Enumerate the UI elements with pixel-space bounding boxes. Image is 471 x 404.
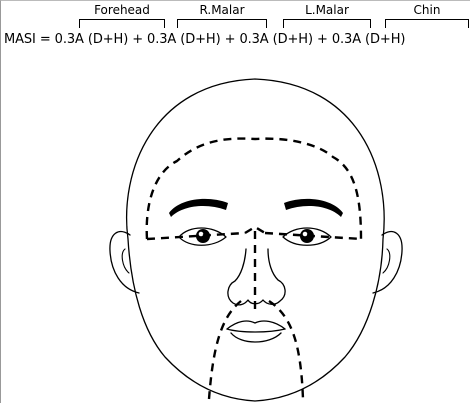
- right-eyebrow: [284, 199, 343, 217]
- head-outline: [127, 79, 385, 401]
- chin-left-boundary: [209, 301, 241, 399]
- left-eyebrow: [169, 199, 228, 217]
- mouth-line: [227, 329, 285, 332]
- left-ear: [110, 232, 139, 293]
- lower-lip: [231, 333, 281, 342]
- upper-lip: [227, 321, 285, 329]
- chin-right-boundary: [269, 301, 303, 399]
- forehead-region-boundary: [147, 139, 361, 239]
- nose-outline: [228, 249, 285, 305]
- brow-baseline: [147, 233, 245, 239]
